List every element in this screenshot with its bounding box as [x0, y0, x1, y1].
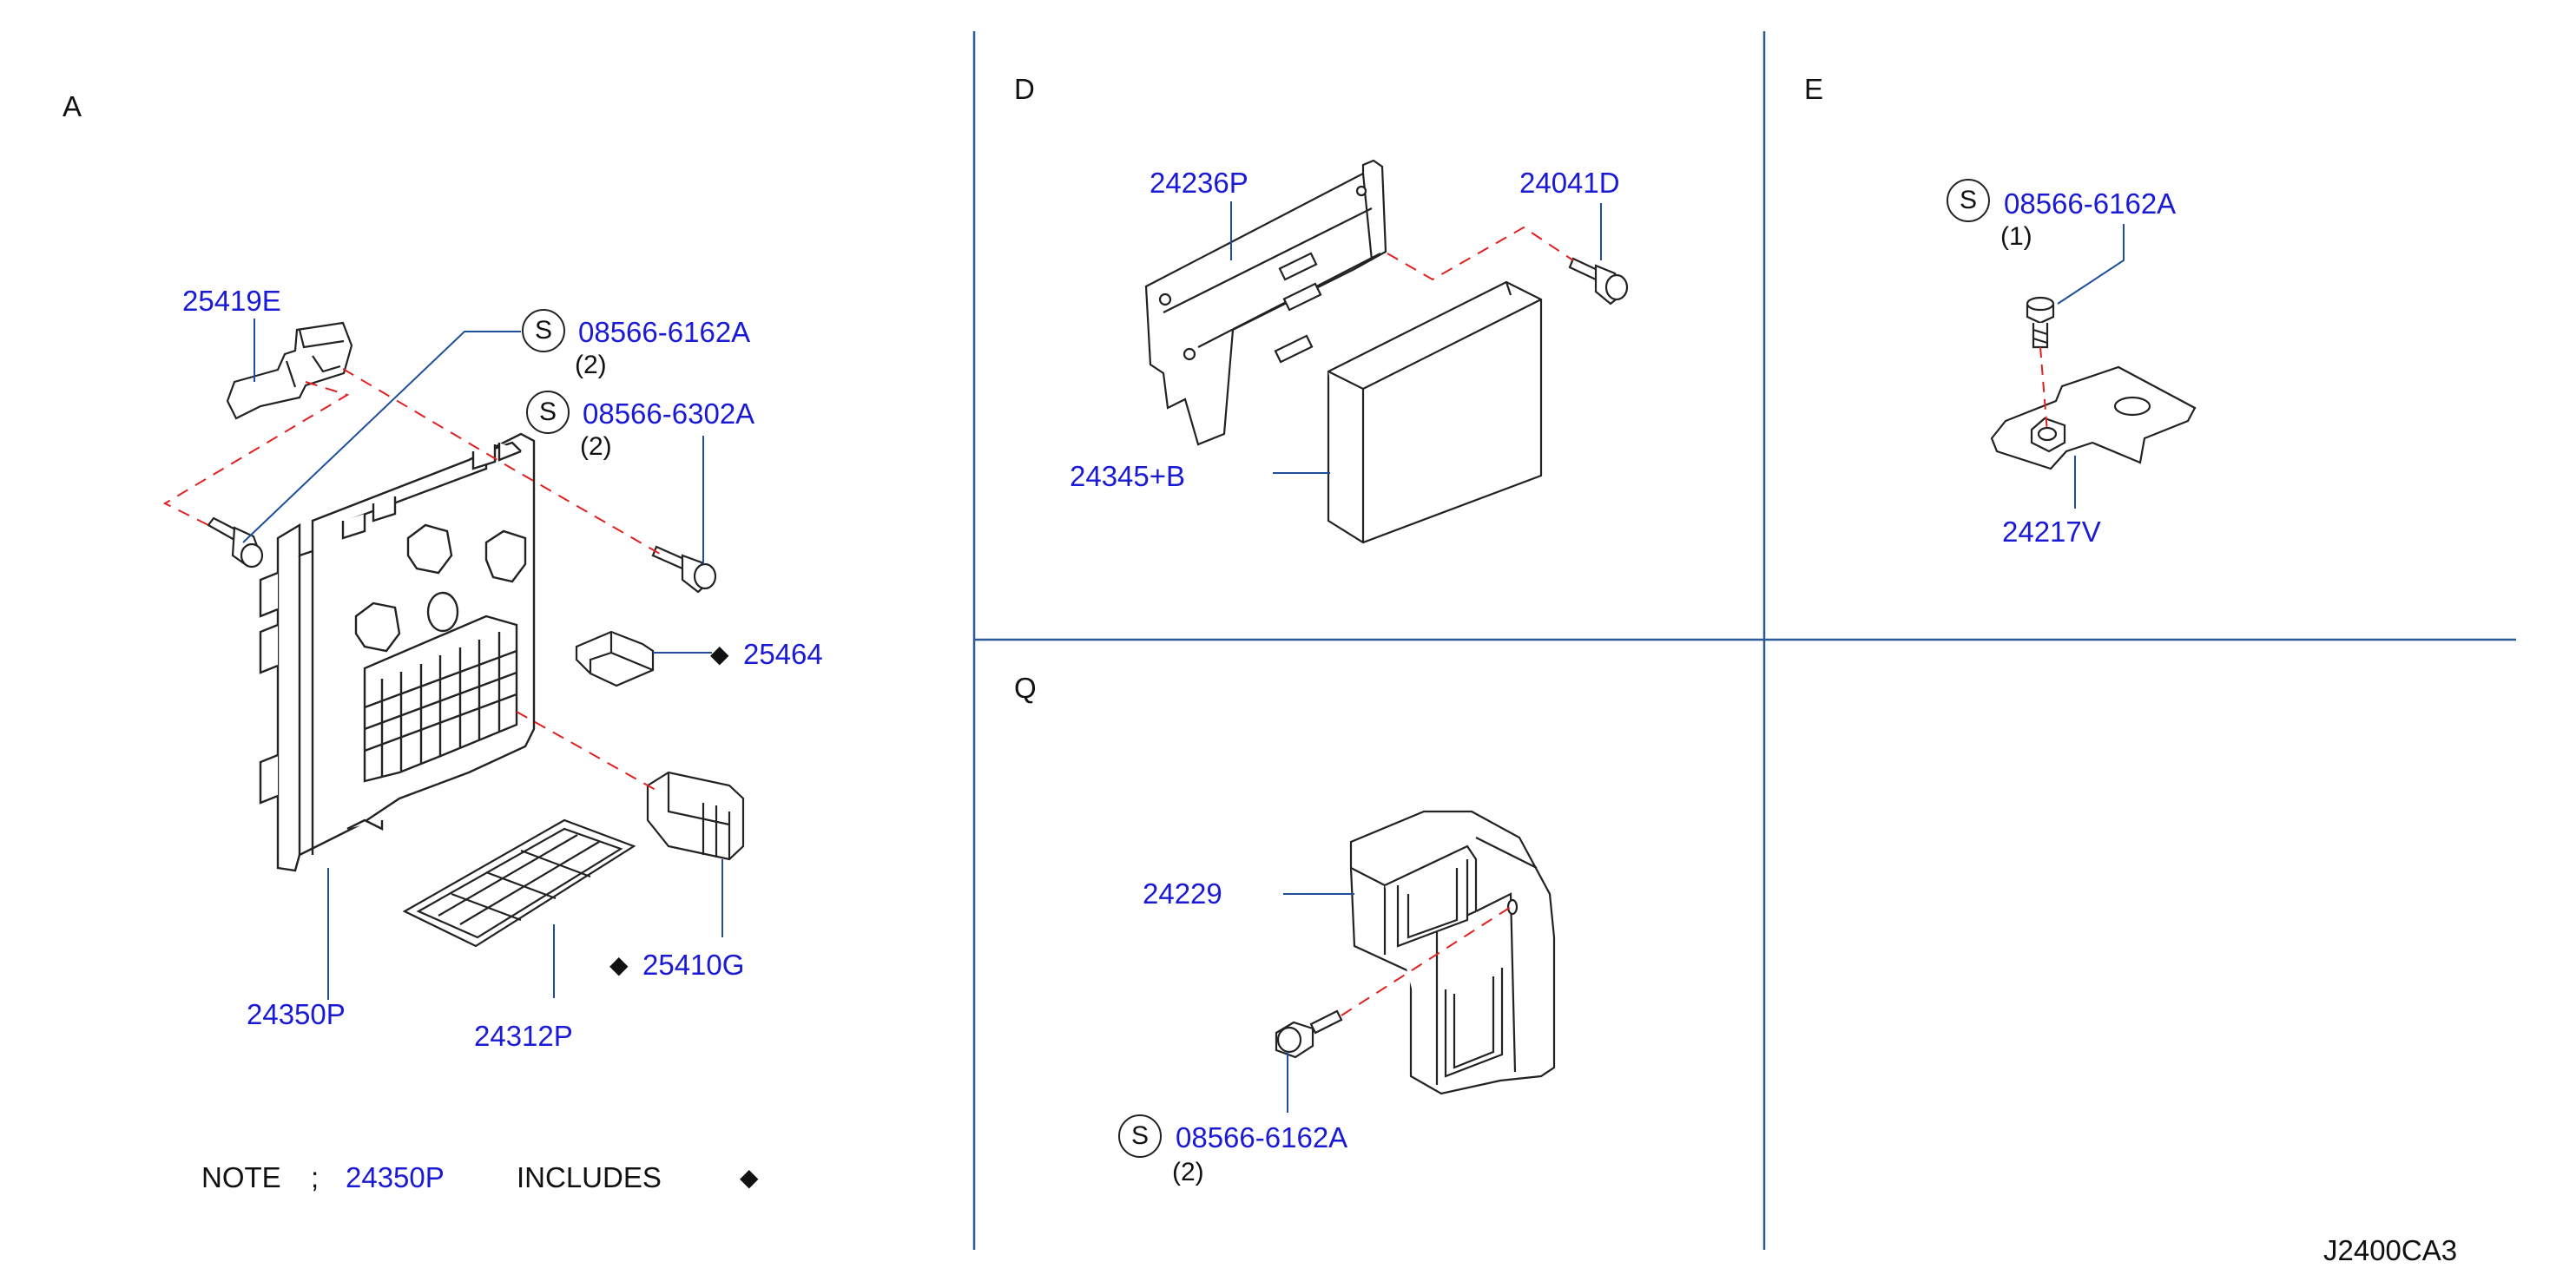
dashed-guides-e [2039, 346, 2048, 433]
standard-part-s-symbol: S [522, 309, 565, 352]
bracket-24229-drawing [1349, 810, 1556, 1095]
part-link-24312p[interactable]: 24312P [474, 1020, 573, 1052]
note-prefix: NOTE [201, 1161, 281, 1193]
part-link-08566-6162a[interactable]: 08566-6162A [578, 316, 751, 348]
bracket-24217v-drawing [1990, 365, 2197, 470]
part-link-24236p[interactable]: 24236P [1150, 167, 1248, 199]
quantity-label: (2) [580, 432, 612, 461]
standard-part-s-symbol: S [1947, 179, 1990, 222]
diagram-code: J2400CA3 [2323, 1234, 2458, 1266]
bracket-24236p-drawing [1144, 159, 1387, 446]
leaders-a [242, 319, 723, 1000]
section-label-a: A [63, 90, 82, 122]
part-link-24350p[interactable]: 24350P [247, 998, 346, 1030]
connector-25410g-drawing [646, 771, 745, 861]
section-label-e: E [1804, 73, 1824, 105]
note-includes: INCLUDES [517, 1161, 662, 1193]
quantity-label: (2) [575, 351, 607, 379]
part-link-08566-6162a[interactable]: 08566-6162A [2004, 187, 2177, 220]
bracket-25419e-drawing [226, 321, 353, 420]
part-link-24345b[interactable]: 24345+B [1070, 460, 1186, 492]
diamond-icon: ◆ [740, 1164, 759, 1191]
part-link-25464[interactable]: 25464 [743, 638, 823, 670]
part-link-25410g[interactable]: 25410G [642, 949, 745, 981]
note-part-link-24350p[interactable]: 24350P [346, 1161, 445, 1193]
section-dividers [972, 31, 2516, 1250]
diamond-icon: ◆ [609, 951, 629, 978]
part-link-08566-6302a[interactable]: 08566-6302A [583, 398, 755, 430]
standard-part-s-symbol: S [526, 391, 570, 434]
quantity-label: (1) [2000, 222, 2032, 251]
bolt-24041d-drawing [1568, 257, 1629, 306]
fuse-25464-drawing [575, 630, 655, 687]
leaders-e [2057, 224, 2125, 509]
dashed-guides-a [162, 368, 661, 791]
bolt-q-drawing [1275, 1009, 1343, 1059]
part-link-24229[interactable]: 24229 [1143, 877, 1222, 910]
section-label-d: D [1014, 73, 1035, 105]
bolt-6302a-drawing [651, 545, 717, 594]
dashed-guides-q [1341, 906, 1512, 1016]
quantity-label: (2) [1172, 1158, 1204, 1186]
leaders-q [1283, 893, 1354, 1113]
part-link-24041d[interactable]: 24041D [1519, 167, 1620, 199]
bolt-a-left-drawing [207, 516, 264, 568]
fuse-box-24350p-drawing [259, 432, 536, 872]
diamond-icon: ◆ [710, 641, 729, 667]
bolt-e-drawing [2026, 296, 2055, 349]
leaders-d [1230, 201, 1602, 474]
standard-part-s-symbol: S [1118, 1114, 1162, 1158]
note-separator: ; [311, 1161, 320, 1193]
unit-24345b-drawing [1327, 280, 1543, 544]
part-link-24217v[interactable]: 24217V [2002, 516, 2101, 548]
part-link-25419e[interactable]: 25419E [182, 285, 281, 317]
cover-24312p-drawing [402, 818, 636, 948]
section-label-q: Q [1014, 672, 1037, 704]
part-link-08566-6162a[interactable]: 08566-6162A [1176, 1121, 1348, 1153]
dashed-guides-d [1387, 226, 1574, 281]
